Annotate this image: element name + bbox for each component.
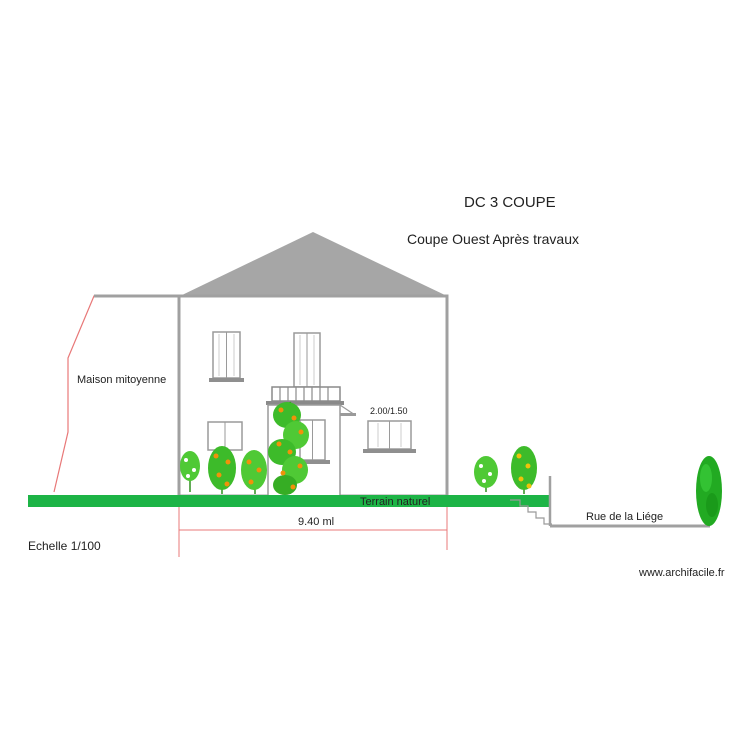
width-dimension-label: 9.40 ml bbox=[298, 516, 334, 528]
hedge-icon bbox=[696, 456, 722, 526]
window-lower-left bbox=[207, 421, 243, 451]
window-size-label: 2.00/1.50 bbox=[370, 406, 408, 416]
neighbor-label: Maison mitoyenne bbox=[77, 374, 166, 386]
natural-ground: Terrain naturel bbox=[28, 495, 549, 508]
roof bbox=[180, 232, 447, 296]
window-upper-left bbox=[209, 331, 244, 382]
shrub-icon bbox=[180, 451, 200, 492]
shrub-icon bbox=[474, 456, 498, 492]
window-upper-middle bbox=[293, 332, 321, 388]
drawing-title: DC 3 COUPE bbox=[464, 194, 556, 211]
main-house: 2.00/1.50 bbox=[177, 232, 449, 498]
window-lower-right: 2.00/1.50 bbox=[363, 406, 416, 453]
climbing-plant-icon bbox=[268, 401, 309, 495]
scale-label: Echelle 1/100 bbox=[28, 539, 101, 553]
neighbor-house: Maison mitoyenne bbox=[53, 294, 178, 493]
steps bbox=[510, 476, 552, 526]
shrub-icon bbox=[208, 446, 236, 494]
ground-label: Terrain naturel bbox=[360, 496, 430, 508]
shrub-icon bbox=[511, 446, 537, 494]
drawing-subtitle: Coupe Ouest Après travaux bbox=[407, 231, 579, 247]
balcony-railing bbox=[266, 386, 344, 405]
shrub-icon bbox=[241, 450, 267, 494]
street: Rue de la Liége bbox=[550, 511, 710, 528]
street-label: Rue de la Liége bbox=[586, 511, 663, 523]
watermark: www.archifacile.fr bbox=[638, 567, 725, 579]
width-dimension: 9.40 ml bbox=[178, 507, 448, 557]
